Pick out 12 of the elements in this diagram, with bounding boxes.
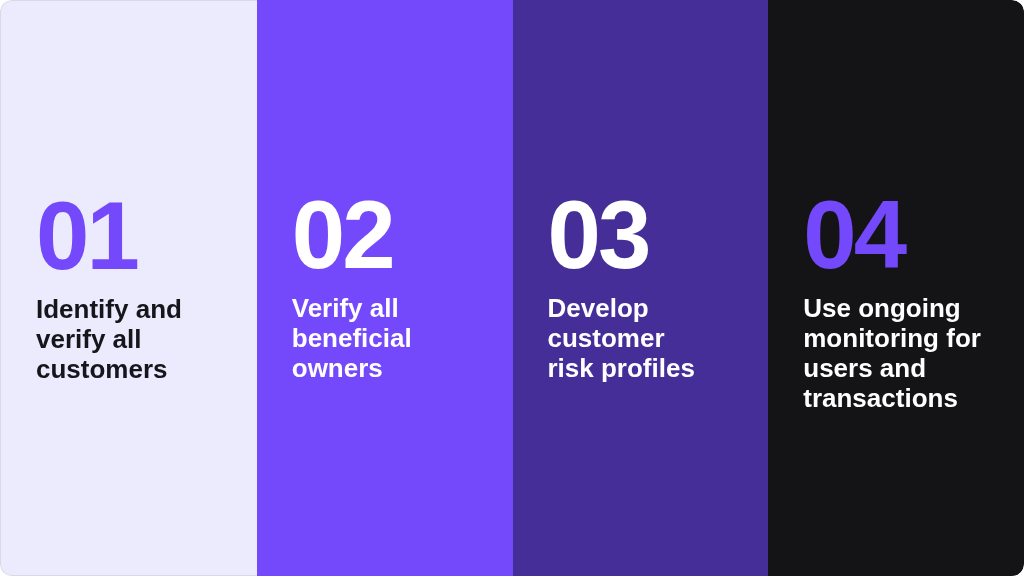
step-panel	[512, 0, 769, 576]
step-number: 01	[36, 188, 139, 284]
step-description: Verify all beneficial owners	[291, 293, 413, 383]
step-description: Develop customer risk profiles	[547, 293, 696, 383]
step-description: Identify and verify all customers	[36, 294, 183, 384]
step-number: 02	[291, 187, 394, 283]
step-panel	[768, 0, 1024, 576]
step-number: 04	[803, 187, 907, 283]
step-panel	[256, 0, 513, 576]
step-description: Use ongoing monitoring for users and transactions	[803, 293, 982, 413]
step-panel	[0, 0, 257, 576]
step-number: 03	[547, 187, 650, 283]
